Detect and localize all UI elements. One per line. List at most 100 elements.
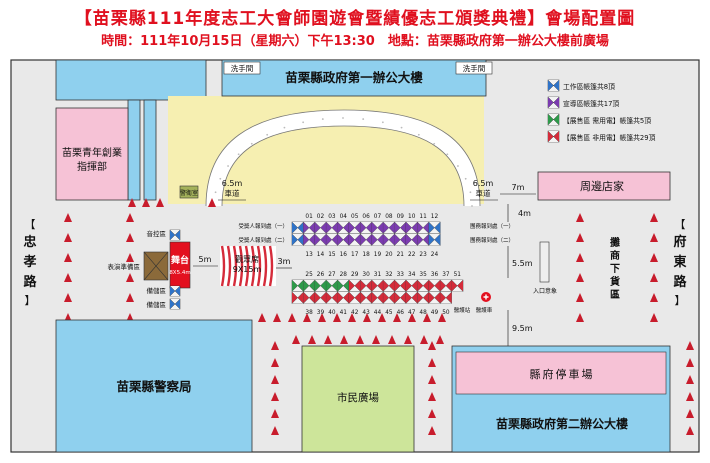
tent-number: 18: [362, 252, 370, 258]
civic-plaza-label: 市民廣場: [337, 391, 379, 404]
tent: [348, 221, 361, 234]
audience-gap-label: 3m: [278, 257, 291, 266]
traffic-cone: [393, 313, 401, 322]
tent: [360, 233, 373, 246]
tent-number: 01: [305, 214, 313, 220]
traffic-cone: [372, 335, 380, 344]
tent: [303, 221, 316, 234]
tent-number: 23: [419, 252, 427, 258]
traffic-cone: [576, 213, 584, 222]
equip-tent-2: [169, 298, 181, 310]
traffic-cone: [288, 313, 296, 322]
first-aid-vehicle-label: 醫護車: [476, 306, 493, 314]
traffic-cone: [428, 358, 436, 367]
tent-number: 29: [351, 272, 359, 278]
drive-arc-inner: [221, 125, 465, 207]
prep-area-cross: [143, 251, 169, 281]
traffic-cone: [576, 313, 584, 322]
shops-label: 周邊店家: [580, 179, 624, 193]
civic-plaza: [301, 345, 415, 453]
tent-number: 41: [340, 310, 348, 316]
tent: [325, 233, 338, 246]
tent-number: 06: [362, 214, 370, 220]
left-road-bracket-bottom: 】: [25, 294, 36, 307]
traffic-cone: [324, 335, 332, 344]
unit-checkin-1-label: 團務報到處（一）: [470, 222, 514, 230]
shops-building: [537, 171, 671, 201]
tent-number: 49: [431, 310, 439, 316]
tent-number: 15: [328, 252, 336, 258]
tent-number: 25: [305, 272, 313, 278]
traffic-cone: [388, 335, 396, 344]
tent: [371, 291, 384, 304]
tent-number: 20: [385, 252, 393, 258]
tent-number: 37: [442, 272, 450, 278]
lane-left-a: [127, 99, 141, 201]
traffic-cone: [271, 409, 279, 418]
tent-number: 13: [305, 252, 313, 258]
tent-number: 48: [419, 310, 427, 316]
traffic-cone: [318, 313, 326, 322]
tent: [394, 291, 407, 304]
gap-9-5m-label: 9.5m: [512, 324, 533, 333]
tent: [405, 291, 418, 304]
tent-number: 30: [362, 272, 370, 278]
tent-number: 26: [317, 272, 325, 278]
tent: [394, 233, 407, 246]
legend-label: 【展售區 需用電】帳篷共5頂: [563, 116, 651, 125]
tent: [428, 221, 441, 234]
tent-number: 40: [328, 310, 336, 316]
legend-tent-icon: [547, 113, 560, 126]
traffic-cone: [686, 409, 694, 418]
unit-checkin-2-label: 團務報到處（二）: [470, 236, 514, 244]
tent-number: 17: [351, 252, 359, 258]
tent-number: 04: [340, 214, 348, 220]
gap-4m-label: 4m: [518, 209, 531, 218]
tent-number: 39: [317, 310, 325, 316]
tent-number: 46: [397, 310, 405, 316]
tent: [303, 233, 316, 246]
guard-post-label: 警衛室: [180, 189, 198, 197]
legend-tent-icon: [547, 79, 560, 92]
traffic-cone: [650, 213, 658, 222]
tent: [360, 279, 373, 292]
tent: [325, 291, 338, 304]
traffic-cone: [271, 341, 279, 350]
checkin-2-label: 受獎人報到處（二）: [238, 236, 288, 244]
tent: [337, 291, 350, 304]
traffic-cone: [156, 198, 164, 207]
tent: [428, 233, 441, 246]
tent: [291, 279, 304, 292]
tent: [348, 233, 361, 246]
tent: [371, 221, 384, 234]
traffic-cone: [686, 341, 694, 350]
washroom-right-box: [455, 61, 493, 75]
tent-number: 38: [305, 310, 313, 316]
traffic-cone: [363, 313, 371, 322]
traffic-cone: [428, 392, 436, 401]
stage-label: 舞台: [171, 254, 189, 266]
traffic-cone: [650, 253, 658, 262]
traffic-cone: [436, 335, 444, 344]
tent-number: 07: [374, 214, 382, 220]
tent: [382, 233, 395, 246]
tent: [314, 233, 327, 246]
right-road-label: 府東路: [673, 234, 687, 290]
tent: [382, 279, 395, 292]
tent: [394, 279, 407, 292]
right-road-bracket-top: 【: [675, 218, 686, 231]
tent: [291, 221, 304, 234]
audience-label-1: 觀眾席: [235, 254, 259, 264]
traffic-cone: [128, 198, 136, 207]
tent-number: 08: [385, 214, 393, 220]
map-subtitle: 時間：111年10月15日（星期六）下午13:30 地點：苗栗縣政府第一辦公大樓…: [101, 34, 609, 49]
traffic-cone: [126, 293, 134, 302]
tent: [439, 291, 452, 304]
entrance-landmark: [539, 241, 550, 283]
tent: [417, 279, 430, 292]
left-road-bracket-top: 【: [25, 218, 36, 231]
audience-seating: [220, 245, 276, 287]
traffic-cone: [273, 313, 281, 322]
traffic-cone: [686, 392, 694, 401]
tent: [303, 291, 316, 304]
